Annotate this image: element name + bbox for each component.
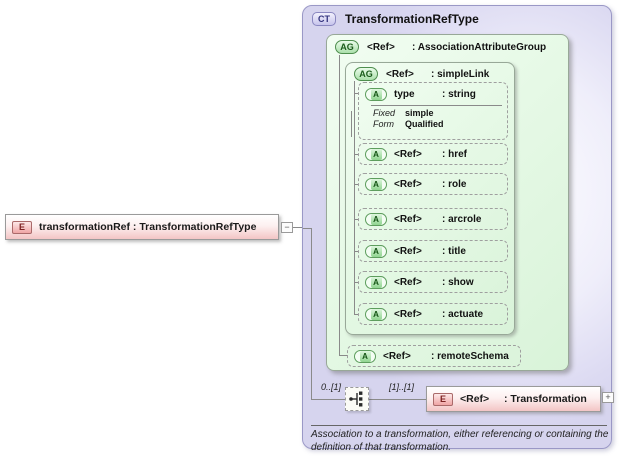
attribute-group-badge-icon: AG xyxy=(354,67,378,81)
connector-line xyxy=(339,355,348,356)
connector-line xyxy=(354,282,358,283)
attribute-title-box[interactable]: A <Ref> : title xyxy=(358,240,508,262)
attribute-group-simplelink-header[interactable]: AG <Ref> : simpleLink xyxy=(354,67,489,81)
attribute-remoteschema-box[interactable]: A <Ref> : remoteSchema xyxy=(347,345,521,367)
attribute-group-association-box[interactable]: AG <Ref> : AssociationAttributeGroup AG … xyxy=(326,34,569,371)
attribute-type: : actuate xyxy=(442,308,484,320)
attribute-type: : role xyxy=(442,178,467,190)
connector-line xyxy=(293,227,303,228)
outer-occurrence-label: 0..[1] xyxy=(321,382,342,392)
element-transformation-box[interactable]: E <Ref> : Transformation xyxy=(426,386,601,412)
attribute-group-simplelink-box[interactable]: AG <Ref> : simpleLink A type : string xyxy=(345,62,515,335)
connector-trunk-line xyxy=(339,55,340,355)
attribute-show-box[interactable]: A <Ref> : show xyxy=(358,271,508,293)
sequence-glyph xyxy=(349,391,363,407)
attribute-type: : remoteSchema xyxy=(431,350,509,362)
documentation-separator xyxy=(311,425,607,426)
attribute-badge-icon: A xyxy=(365,244,387,258)
attribute-actuate-box[interactable]: A <Ref> : actuate xyxy=(358,303,508,325)
attribute-group-association-header[interactable]: AG <Ref> : AssociationAttributeGroup xyxy=(335,40,546,54)
element-badge-icon: E xyxy=(12,220,32,234)
complex-type-badge-icon: CT xyxy=(312,12,336,26)
connector-line xyxy=(354,184,358,185)
attribute-type: : arcrole xyxy=(442,213,482,225)
element-badge-icon: E xyxy=(433,392,453,406)
documentation-text: Association to a transformation, either … xyxy=(311,429,609,453)
attribute-name: type xyxy=(394,88,415,100)
simplelink-type-label: : simpleLink xyxy=(431,68,490,80)
attribute-type-box[interactable]: A type : string Fixed simple Form Qualif… xyxy=(358,82,508,140)
attribute-type: : href xyxy=(442,148,467,160)
connector-line xyxy=(354,93,358,94)
inner-occurrence-label: [1]..[1] xyxy=(389,382,415,392)
attribute-name: <Ref> xyxy=(394,276,422,288)
attribute-name: <Ref> xyxy=(394,245,422,257)
element-transformationref-box[interactable]: E transformationRef : TransformationRefT… xyxy=(5,214,279,240)
expand-icon[interactable]: + xyxy=(602,392,614,403)
simplelink-ref-label: <Ref> xyxy=(386,68,414,80)
attribute-badge-icon: A xyxy=(365,177,387,191)
complex-type-title: TransformationRefType xyxy=(345,12,479,26)
attribute-name: <Ref> xyxy=(394,148,422,160)
attribute-badge-icon: A xyxy=(365,307,387,321)
complex-type-box[interactable]: CT TransformationRefType AG <Ref> : Asso… xyxy=(302,5,612,453)
connector-line xyxy=(354,314,358,315)
connector-line xyxy=(354,251,358,252)
attribute-name: <Ref> xyxy=(394,178,422,190)
attribute-group-ref-label: <Ref> xyxy=(367,41,395,53)
attribute-badge-icon: A xyxy=(365,87,387,101)
complex-type-header[interactable]: CT TransformationRefType xyxy=(312,12,479,26)
attribute-arcrole-box[interactable]: A <Ref> : arcrole xyxy=(358,208,508,230)
facet-fixed: Fixed simple xyxy=(373,108,434,118)
connector-line xyxy=(369,399,427,400)
element-ref-label: <Ref> xyxy=(460,393,490,405)
attribute-group-type-label: : AssociationAttributeGroup xyxy=(412,41,547,53)
facet-form: Form Qualified xyxy=(373,119,444,129)
attribute-facets: Fixed simple Form Qualified xyxy=(371,105,502,130)
attribute-type: : title xyxy=(442,245,466,257)
attribute-badge-icon: A xyxy=(365,212,387,226)
attribute-badge-icon: A xyxy=(354,349,376,363)
attribute-href-box[interactable]: A <Ref> : href xyxy=(358,143,508,165)
attribute-name: <Ref> xyxy=(394,308,422,320)
connector-facet-line xyxy=(351,111,352,137)
attribute-type: : show xyxy=(442,276,474,288)
connector-trunk-line xyxy=(354,81,355,315)
connector-trunk-line xyxy=(311,228,312,400)
attribute-badge-icon: A xyxy=(365,147,387,161)
attribute-badge-icon: A xyxy=(365,275,387,289)
attribute-type-header: A type : string xyxy=(359,83,507,105)
attribute-name: <Ref> xyxy=(394,213,422,225)
attribute-type: : string xyxy=(442,88,476,100)
connector-line xyxy=(311,399,346,400)
element-transformationref-label: transformationRef : TransformationRefTyp… xyxy=(39,221,257,233)
attribute-name: <Ref> xyxy=(383,350,411,362)
collapse-icon[interactable]: − xyxy=(281,222,293,233)
connector-line xyxy=(354,219,358,220)
connector-line xyxy=(354,154,358,155)
connector-line xyxy=(303,228,312,229)
attribute-group-badge-icon: AG xyxy=(335,40,359,54)
sequence-compositor-icon[interactable] xyxy=(345,387,369,411)
attribute-role-box[interactable]: A <Ref> : role xyxy=(358,173,508,195)
element-type-label: : Transformation xyxy=(504,393,587,405)
